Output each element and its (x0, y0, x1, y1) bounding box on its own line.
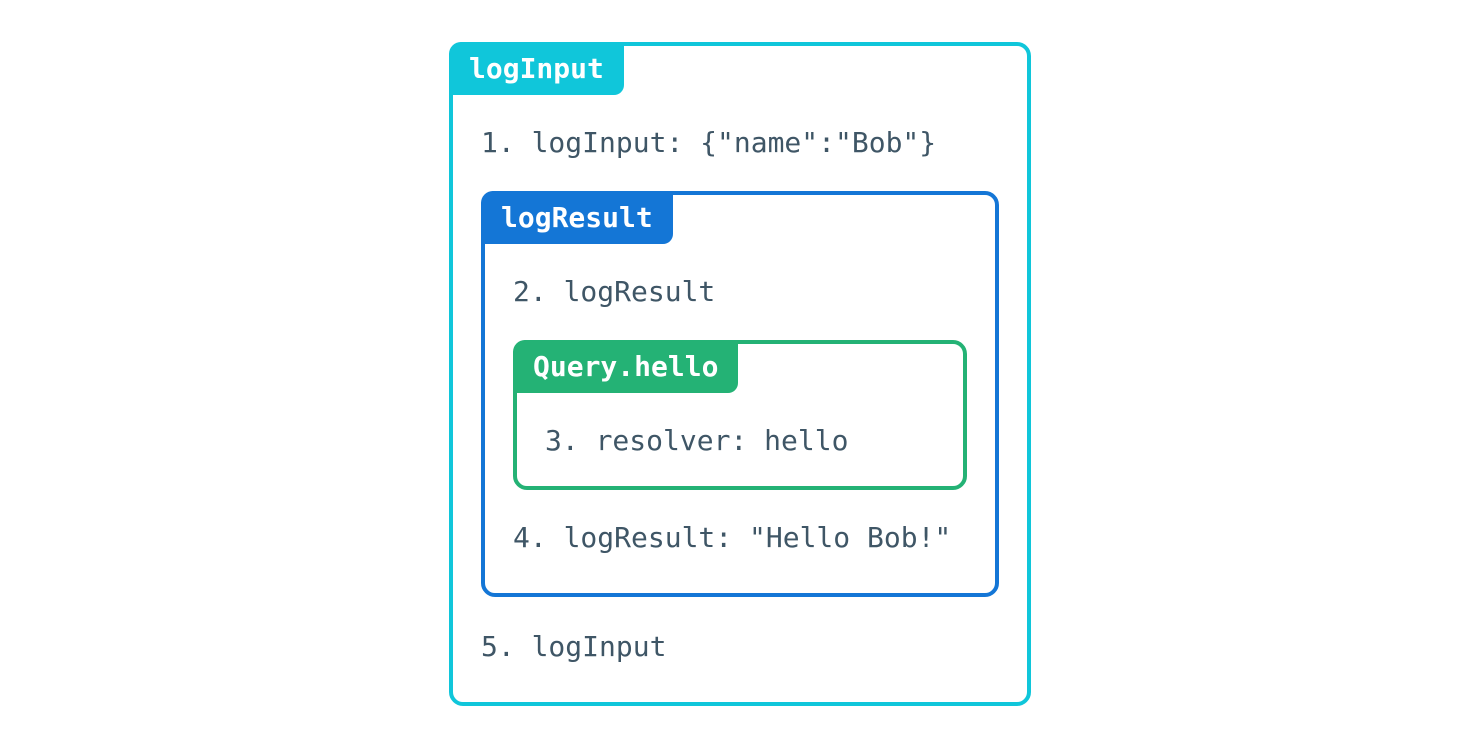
resolver-box-query-hello: Query.hello 3. resolver: hello (513, 340, 967, 490)
resolver-label-query-hello: Query.hello (513, 340, 739, 393)
step-4-logresult-exit: 4. logResult: "Hello Bob!" (513, 521, 952, 554)
step-2-logresult-enter: 2. logResult (513, 275, 716, 308)
middleware-flow-diagram: logInput 1. logInput: {"name":"Bob"} log… (449, 42, 1031, 706)
middleware-label-loginput: logInput (449, 42, 624, 95)
step-5-loginput-exit: 5. logInput (481, 630, 667, 663)
step-3-resolver: 3. resolver: hello (545, 424, 849, 457)
step-1-loginput-enter: 1. logInput: {"name":"Bob"} (481, 126, 937, 159)
middleware-box-logresult: logResult 2. logResult Query.hello 3. re… (481, 191, 999, 597)
middleware-box-loginput: logInput 1. logInput: {"name":"Bob"} log… (449, 42, 1031, 706)
middleware-label-logresult: logResult (481, 191, 673, 244)
